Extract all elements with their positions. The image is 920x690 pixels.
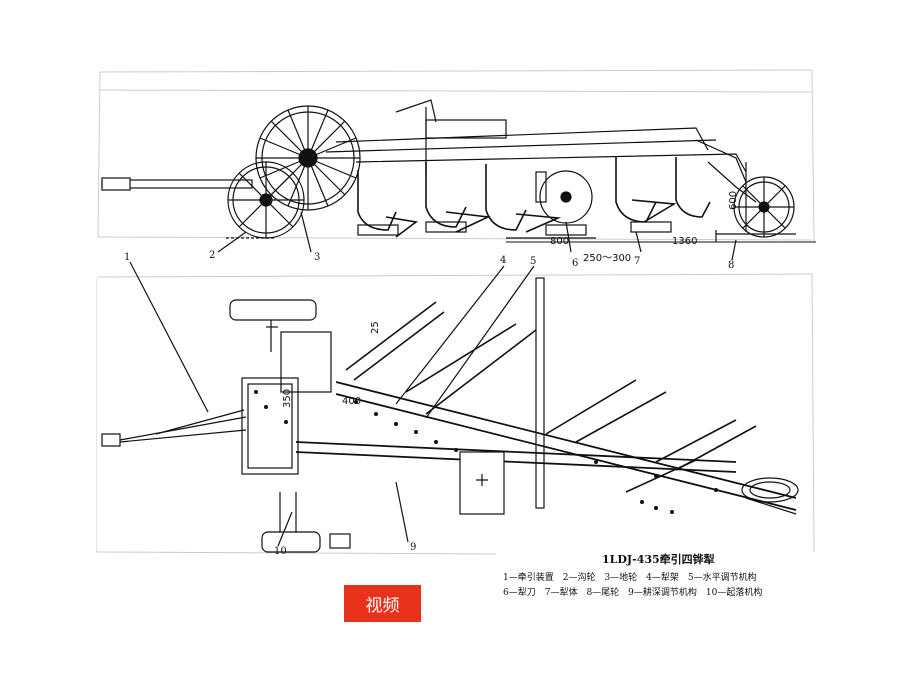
- dim-250-300: 250～300: [583, 253, 632, 264]
- dim-350: 350: [282, 388, 293, 408]
- part-label-6: 6: [572, 258, 579, 269]
- dim-800: 800: [550, 236, 570, 247]
- diagram-caption: 1LDJ-435牵引四铧犁: [602, 553, 715, 566]
- side-view: [101, 99, 816, 261]
- part-label-5: 5: [530, 256, 537, 267]
- part-label-9: 9: [410, 542, 417, 553]
- part-label-2: 2: [209, 250, 216, 261]
- legend-line-2: 6—犁刀 7—犁体 8—尾轮 9—耕深调节机构 10—起落机构: [503, 588, 763, 598]
- video-button[interactable]: 视频: [344, 585, 421, 622]
- legend-line-1: 1—牵引装置 2—沟轮 3—地轮 4—犁架 5—水平调节机构: [503, 573, 757, 583]
- plow-diagram-scan: 2 3 6 7 8 1 4 5 9 10 800 250～300 1360 60…: [96, 62, 816, 602]
- part-label-8: 8: [728, 260, 735, 271]
- top-view: [101, 261, 799, 553]
- dim-600: 600: [728, 190, 739, 210]
- part-label-1: 1: [124, 252, 131, 263]
- part-label-3: 3: [314, 252, 321, 263]
- dim-25: 25: [370, 321, 381, 334]
- part-label-4: 4: [500, 255, 507, 266]
- part-label-10: 10: [274, 546, 287, 557]
- dim-1360: 1360: [672, 236, 698, 247]
- dim-400: 400: [342, 396, 362, 407]
- part-label-7: 7: [634, 256, 641, 267]
